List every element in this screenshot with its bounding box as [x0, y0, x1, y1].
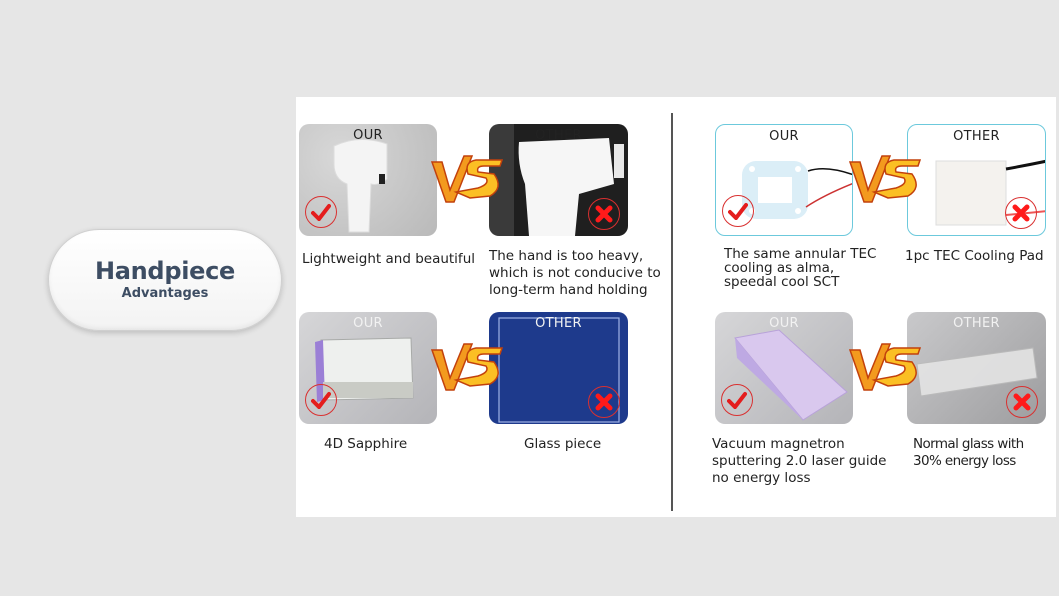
- our-label: OUR: [353, 128, 383, 143]
- other-caption: 1pc TEC Cooling Pad: [905, 248, 1044, 264]
- our-caption: Lightweight and beautiful: [302, 251, 475, 267]
- our-caption: The same annular TEC cooling as alma, sp…: [724, 246, 877, 290]
- badge-subtitle: Advantages: [121, 286, 209, 301]
- vs-icon: [430, 343, 504, 391]
- cross-icon: [588, 198, 620, 230]
- check-icon: [721, 384, 753, 416]
- check-icon: [722, 195, 754, 227]
- tec-pad-illustration-icon: [935, 159, 1045, 226]
- annular-tec-illustration-icon: [742, 161, 852, 219]
- sapphire-block-illustration-icon: [315, 337, 414, 402]
- our-tec-image: OUR: [715, 124, 853, 236]
- purple-laser-guide-illustration-icon: [734, 329, 848, 422]
- panel-divider: [671, 113, 673, 511]
- other-label: OTHER: [535, 128, 582, 143]
- our-caption: Vacuum magnetron sputtering 2.0 laser gu…: [712, 436, 887, 486]
- vs-icon: [848, 155, 922, 203]
- vs-icon: [430, 155, 504, 203]
- cross-icon: [1006, 386, 1038, 418]
- our-label: OUR: [353, 316, 383, 331]
- other-tec-image: OTHER: [907, 124, 1046, 236]
- other-caption: Normal glass with 30% energy loss: [913, 436, 1024, 469]
- handpiece-illustration-icon: [333, 139, 388, 233]
- comparison-panel: OUR OTHER Lightweight and beautiful The …: [296, 97, 1056, 517]
- check-icon: [305, 196, 337, 228]
- our-label: OUR: [769, 316, 799, 331]
- our-sapphire-image: OUR: [299, 312, 437, 424]
- bulky-handpiece-illustration-icon: [518, 138, 624, 236]
- other-glass-rod-image: OTHER: [907, 312, 1046, 424]
- our-handpiece-image: OUR: [299, 124, 437, 236]
- cross-icon: [588, 386, 620, 418]
- other-caption: The hand is too heavy, which is not cond…: [489, 248, 661, 298]
- handpiece-advantages-badge: Handpiece Advantages: [48, 229, 282, 331]
- badge-title: Handpiece: [94, 257, 236, 285]
- our-laser-guide-image: OUR: [715, 312, 853, 424]
- check-icon: [305, 384, 337, 416]
- other-label: OTHER: [953, 316, 1000, 331]
- other-label: OTHER: [953, 129, 1000, 144]
- other-label: OTHER: [535, 316, 582, 331]
- glass-piece-illustration-icon: [498, 317, 620, 423]
- cross-icon: [1005, 197, 1037, 229]
- our-caption: 4D Sapphire: [324, 436, 408, 452]
- other-glass-image: OTHER: [489, 312, 628, 424]
- other-caption: Glass piece: [524, 436, 602, 452]
- other-handpiece-image: OTHER: [489, 124, 628, 236]
- our-label: OUR: [769, 129, 799, 144]
- clear-glass-rod-illustration-icon: [916, 347, 1038, 397]
- vs-icon: [848, 343, 922, 391]
